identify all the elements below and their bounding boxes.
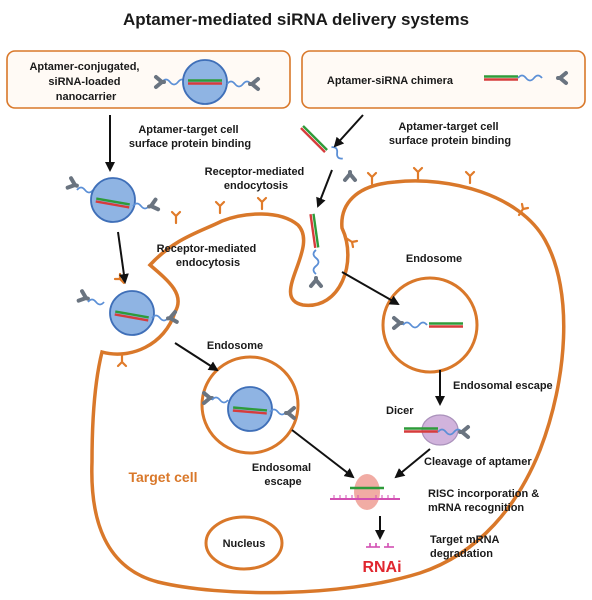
label-right-binding: Aptamer-target cell surface protein bind… (389, 121, 511, 147)
label-dicer: Dicer (386, 405, 414, 417)
mrna-degraded (366, 543, 394, 548)
nanocarrier-binding (65, 176, 161, 223)
nanocarrier-label: Aptamer-conjugated, siRNA-loaded nanocar… (29, 61, 142, 103)
label-right-endocytosis: Receptor-mediated endocytosis (205, 166, 308, 192)
nanocarrier-icon (154, 59, 260, 105)
endosome-left (200, 355, 300, 455)
label-target-cell: Target cell (129, 469, 198, 485)
endosome-right (381, 276, 479, 374)
label-cleavage: Cleavage of aptamer (424, 456, 532, 468)
chimera-icon (482, 71, 568, 85)
label-endosomal-escape-right: Endosomal escape (453, 380, 553, 392)
label-left-binding: Aptamer-target cell surface protein bind… (129, 124, 251, 150)
dicer-icon (402, 414, 470, 446)
nucleus (204, 515, 284, 571)
risc-icon (330, 474, 400, 510)
nanoparticle-icon (182, 59, 228, 105)
nanocarrier-pit (76, 289, 179, 336)
label-rnai: RNAi (362, 559, 401, 576)
chimera-label: Aptamer-siRNA chimera (327, 75, 454, 87)
nanocarrier-endosome (202, 386, 296, 432)
label-left-endocytosis: Receptor-mediated endocytosis (157, 243, 260, 269)
flow-arrows (105, 114, 445, 540)
label-endosome-left: Endosome (207, 340, 263, 352)
chimera-pit (309, 212, 323, 288)
label-endosome-right: Endosome (406, 253, 462, 265)
label-degradation: Target mRNA degradation (430, 534, 502, 560)
chimera-box (301, 50, 586, 109)
label-nucleus: Nucleus (223, 538, 266, 550)
label-risc: RISC incorporation & mRNA recognition (428, 488, 542, 514)
chimera-endosome (392, 316, 465, 330)
label-endosomal-escape-left: Endosomal escape (252, 462, 314, 488)
page-title: Aptamer-mediated siRNA delivery systems (123, 10, 469, 29)
cell-membrane (90, 179, 566, 595)
